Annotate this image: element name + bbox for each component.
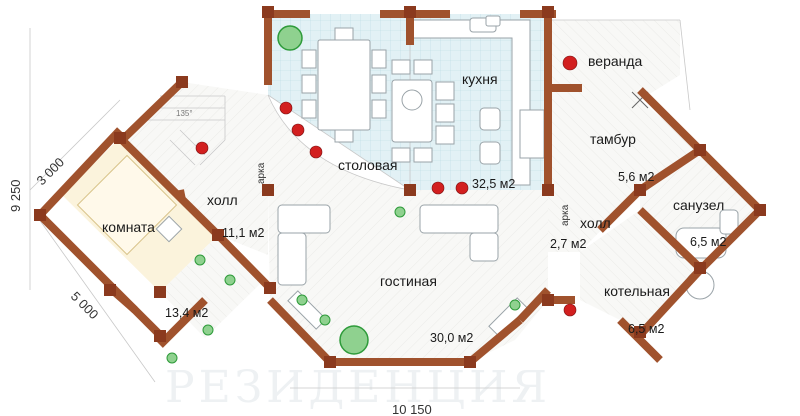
sofa-left [277, 204, 331, 234]
watermark: РЕЗИДЕНЦИЯ [165, 362, 551, 413]
flower-red-icon [455, 181, 469, 195]
flower-red-icon [291, 123, 305, 137]
area-living: 30,0 м2 [430, 331, 473, 345]
bed [76, 154, 178, 256]
area-tambour: 5,6 м2 [618, 170, 654, 184]
arch-label-right: арка [560, 204, 571, 226]
log-ends [34, 6, 766, 368]
room-veranda: веранда [588, 53, 643, 69]
dimension-height: 9 250 [8, 179, 23, 212]
flower-red-icon [279, 101, 293, 115]
room-room: комната [102, 219, 155, 235]
sofa-right [419, 204, 499, 234]
dimension-bottom-partial: 10 150 [392, 402, 432, 416]
plant-green-icon [296, 294, 308, 306]
arch-labels: арка арка [256, 162, 571, 226]
plant-green-icon [202, 324, 214, 336]
room-living: гостиная [380, 273, 437, 289]
plant-green-icon [319, 314, 331, 326]
dimension-wing-long: 5 000 [68, 289, 102, 323]
room-labels: кухня веранда столовая 32,5 м2 тамбур 5,… [102, 53, 726, 345]
stair-angle: 135° [176, 109, 193, 118]
room-hall-right: холл [580, 215, 611, 231]
plant-green-icon [166, 352, 178, 364]
furniture [76, 15, 739, 337]
room-kitchen: кухня [462, 71, 498, 87]
area-room: 13,4 м2 [165, 306, 208, 320]
area-bathroom: 6,5 м2 [690, 235, 726, 249]
flower-red-icon [431, 181, 445, 195]
plant-green-icon [509, 299, 521, 311]
room-dining: столовая [338, 157, 398, 173]
flower-red-icon [562, 55, 578, 71]
flowers [195, 55, 578, 317]
flower-red-icon [195, 141, 209, 155]
dining-table [317, 39, 371, 131]
plant-green-icon [277, 25, 303, 51]
plants [166, 25, 521, 364]
arch-label-left: арка [256, 162, 267, 184]
room-hall-left: холл [207, 192, 238, 208]
plant-green-icon [394, 206, 406, 218]
area-kitchen-dining: 32,5 м2 [472, 177, 515, 191]
flower-red-icon [563, 303, 577, 317]
area-boiler: 6,5 м2 [628, 322, 664, 336]
plant-green-icon [194, 254, 206, 266]
plant-green-icon [339, 325, 369, 355]
area-hall-right: 2,7 м2 [550, 237, 586, 251]
flower-red-icon [309, 145, 323, 159]
area-hall-left: 11,1 м2 [222, 226, 264, 240]
room-bathroom: санузел [673, 197, 724, 213]
dimension-wing-short: 3 000 [34, 155, 68, 189]
room-tambour: тамбур [590, 131, 636, 147]
kitchen-island [391, 79, 433, 143]
plant-green-icon [224, 274, 236, 286]
room-boiler: котельная [604, 283, 670, 299]
